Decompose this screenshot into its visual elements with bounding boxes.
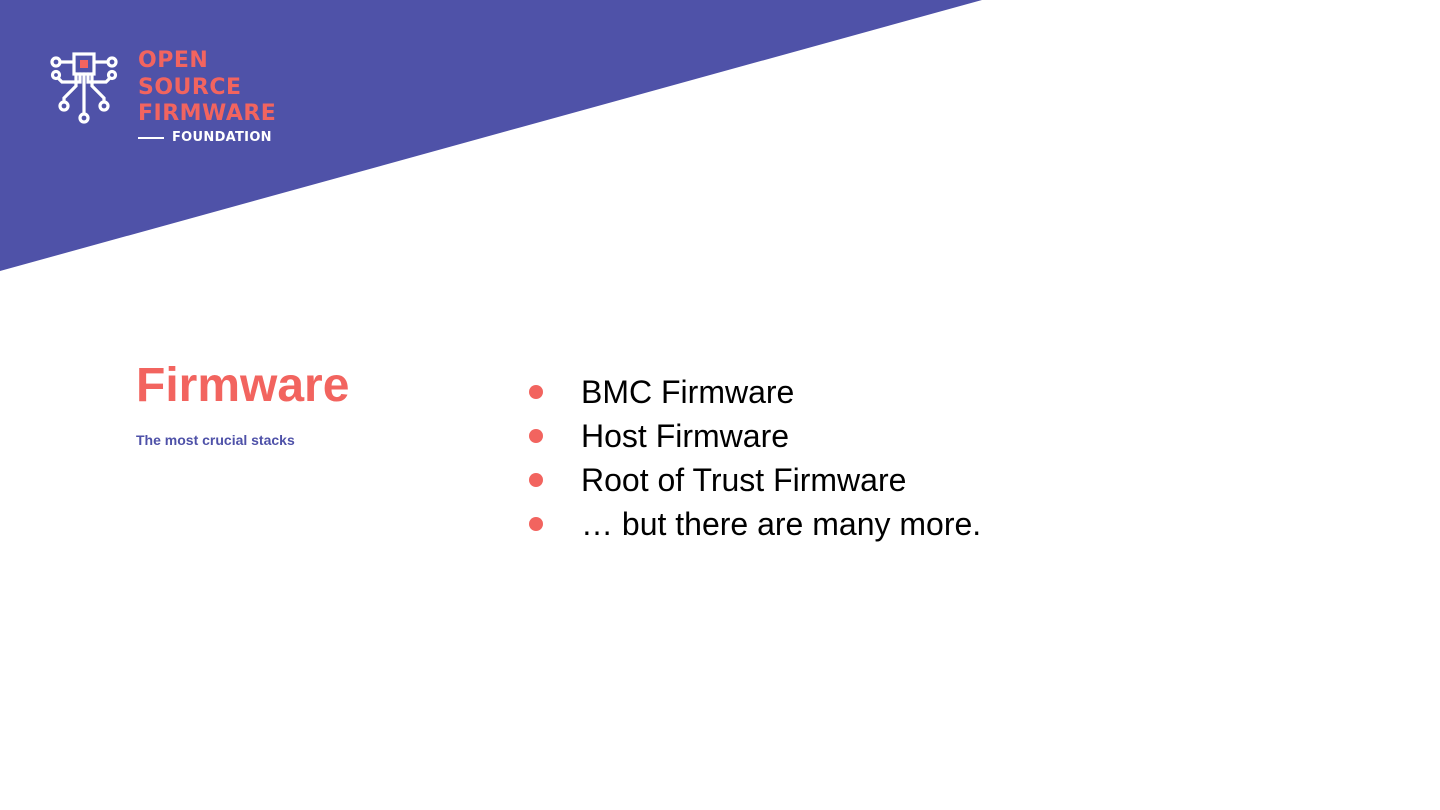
bullet-item: BMC Firmware <box>526 370 981 414</box>
logo-foundation: FOUNDATION <box>138 130 272 145</box>
bullet-text: BMC Firmware <box>581 373 795 410</box>
logo-line-source: SOURCE <box>138 74 242 100</box>
bullet-text: Root of Trust Firmware <box>581 461 907 498</box>
bullet-dot-icon <box>529 385 543 399</box>
logo-dash <box>138 136 164 139</box>
bullet-text: … but there are many more. <box>581 505 982 542</box>
bullet-dot-icon <box>529 517 543 531</box>
bullet-item: Host Firmware <box>526 414 981 458</box>
bullet-dot-icon <box>529 473 543 487</box>
logo-line-firmware: FIRMWARE <box>138 101 277 126</box>
slide-title: Firmware <box>136 359 350 412</box>
logo-line-open: OPEN <box>138 48 209 73</box>
bullet-item: … but there are many more. <box>526 502 981 546</box>
bullet-item: Root of Trust Firmware <box>526 458 981 502</box>
slide-subtitle: The most crucial stacks <box>136 432 295 448</box>
bullet-dot-icon <box>529 429 543 443</box>
bullet-list: BMC Firmware Host Firmware Root of Trust… <box>526 370 981 546</box>
logo-line-foundation: FOUNDATION <box>172 130 272 145</box>
circuit-chip-icon <box>50 52 118 124</box>
bullet-text: Host Firmware <box>581 417 790 454</box>
logo-wordmark: OPEN SOURCE FIRMWARE <box>138 48 276 128</box>
osf-logo: OPEN SOURCE FIRMWARE FOUNDATION <box>50 48 280 148</box>
